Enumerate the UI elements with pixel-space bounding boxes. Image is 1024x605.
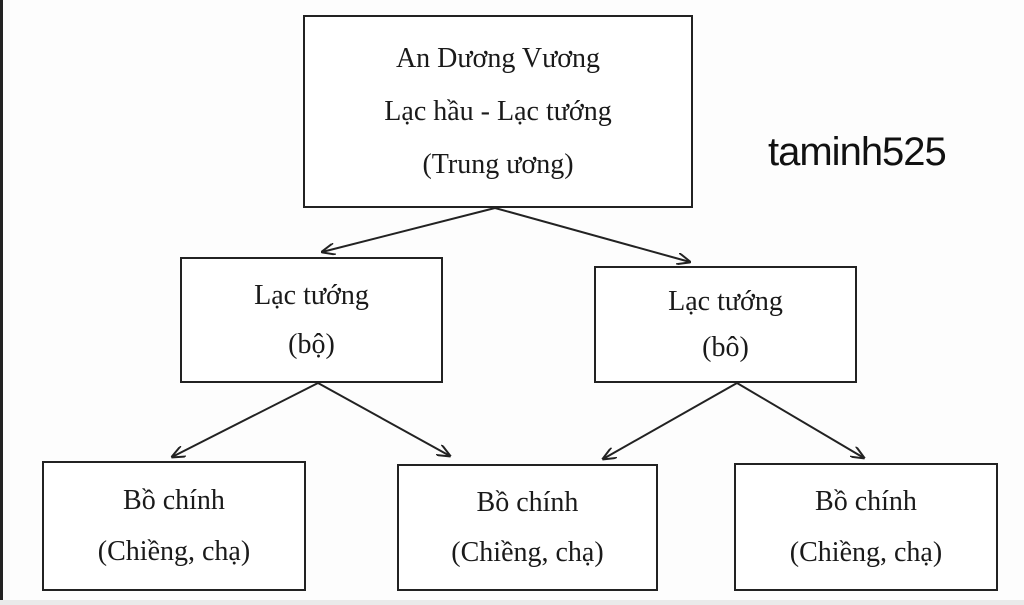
node-bo-chinh-1: Bồ chính (Chiềng, chạ) — [42, 461, 306, 591]
node-root-line1: An Dương Vương — [395, 43, 601, 74]
edge-left-to-leaf1 — [172, 382, 319, 457]
node-leaf1-line1: Bồ chính — [123, 485, 225, 516]
edge-right-to-leaf2 — [603, 382, 738, 459]
bottom-border — [0, 600, 1024, 605]
watermark-text: taminh525 — [768, 130, 947, 174]
edge-left-to-leaf2 — [317, 382, 450, 456]
node-right-line1: Lạc tướng — [668, 285, 783, 317]
node-left-line1: Lạc tướng — [254, 279, 369, 311]
node-right-line2: (bô) — [702, 332, 749, 364]
node-bo-chinh-2: Bồ chính (Chiềng, chạ) — [397, 464, 658, 591]
node-leaf2-line2: (Chiềng, chạ) — [451, 537, 604, 568]
node-lac-tuong-left: Lạc tướng (bộ) — [180, 257, 443, 383]
left-border — [0, 0, 3, 605]
node-lac-tuong-right: Lạc tướng (bô) — [594, 266, 857, 383]
node-leaf3-line2: (Chiềng, chạ) — [789, 536, 943, 568]
node-left-line2: (bộ) — [288, 329, 335, 361]
node-leaf3-line1: Bồ chính — [815, 486, 917, 518]
node-bo-chinh-3: Bồ chính (Chiềng, chạ) — [734, 463, 998, 591]
edge-right-to-leaf3 — [736, 382, 864, 458]
edge-root-to-right — [494, 207, 690, 262]
node-root-line3: (Trung ương) — [422, 149, 574, 180]
node-leaf2-line1: Bồ chính — [476, 487, 579, 518]
node-root: An Dương Vương Lạc hầu - Lạc tướng (Trun… — [303, 15, 693, 208]
edge-root-to-left — [322, 207, 496, 252]
node-root-line2: Lạc hầu - Lạc tướng — [384, 96, 612, 127]
node-leaf1-line2: (Chiềng, chạ) — [97, 536, 251, 567]
